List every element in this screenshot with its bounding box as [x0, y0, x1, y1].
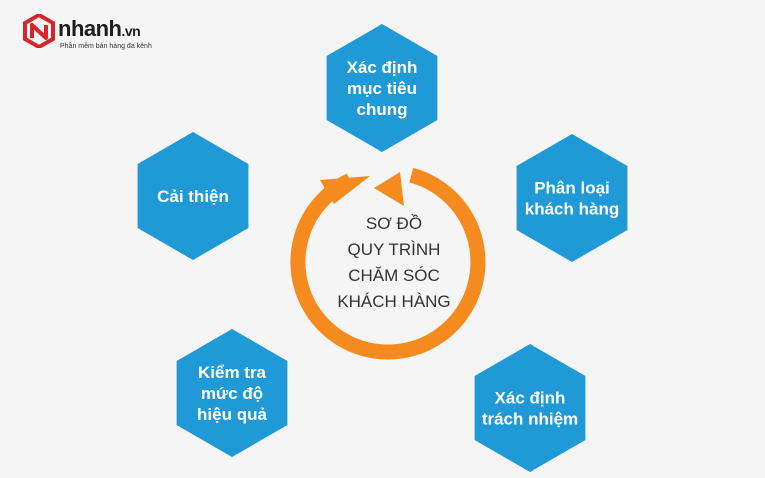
logo-mark-icon	[23, 14, 55, 48]
step-5-hexagon: Cải thiện	[137, 132, 249, 260]
step-2-label-line: khách hàng	[525, 200, 619, 219]
arrowhead-icon	[320, 176, 370, 204]
brand-tagline: Phần mềm bán hàng đa kênh	[60, 43, 152, 50]
step-1-label-line: Xác định	[347, 58, 418, 77]
center-title-line: SƠ ĐỒ	[366, 214, 422, 233]
step-3-label-line: trách nhiệm	[482, 410, 578, 429]
step-3-hexagon: Xác định trách nhiệm	[474, 344, 586, 472]
step-5-label-line: Cải thiện	[157, 187, 229, 206]
step-1-hexagon: Xác định mục tiêu chung	[326, 24, 438, 152]
step-3-label-line: Xác định	[495, 389, 566, 408]
hexagon-shape	[474, 344, 586, 472]
step-4-hexagon: Kiểm tra mức độ hiệu quả	[176, 329, 288, 457]
step-2-label-line: Phân loại	[534, 179, 610, 198]
hexagon-shape	[326, 24, 438, 152]
center-title-line: CHĂM SÓC	[348, 266, 440, 285]
brand-name: nhanh.vn	[58, 16, 141, 41]
logo: nhanh.vn Phần mềm bán hàng đa kênh	[22, 14, 182, 56]
step-1-label-line: chung	[357, 100, 408, 119]
hexagon-shape	[176, 329, 288, 457]
step-1-label-line: mục tiêu	[347, 79, 417, 98]
step-4-label-line: mức độ	[201, 384, 263, 403]
step-2-hexagon: Phân loại khách hàng	[516, 134, 628, 262]
step-4-label-line: Kiểm tra	[198, 363, 267, 382]
step-4-label-line: hiệu quả	[197, 405, 267, 424]
cycle-arrow-ring	[290, 167, 486, 360]
center-title-line: QUY TRÌNH	[348, 240, 441, 259]
arrowhead-icon	[374, 172, 404, 206]
hexagon-shape	[137, 132, 249, 260]
hexagon-shape	[516, 134, 628, 262]
center-title-line: KHÁCH HÀNG	[337, 292, 450, 311]
